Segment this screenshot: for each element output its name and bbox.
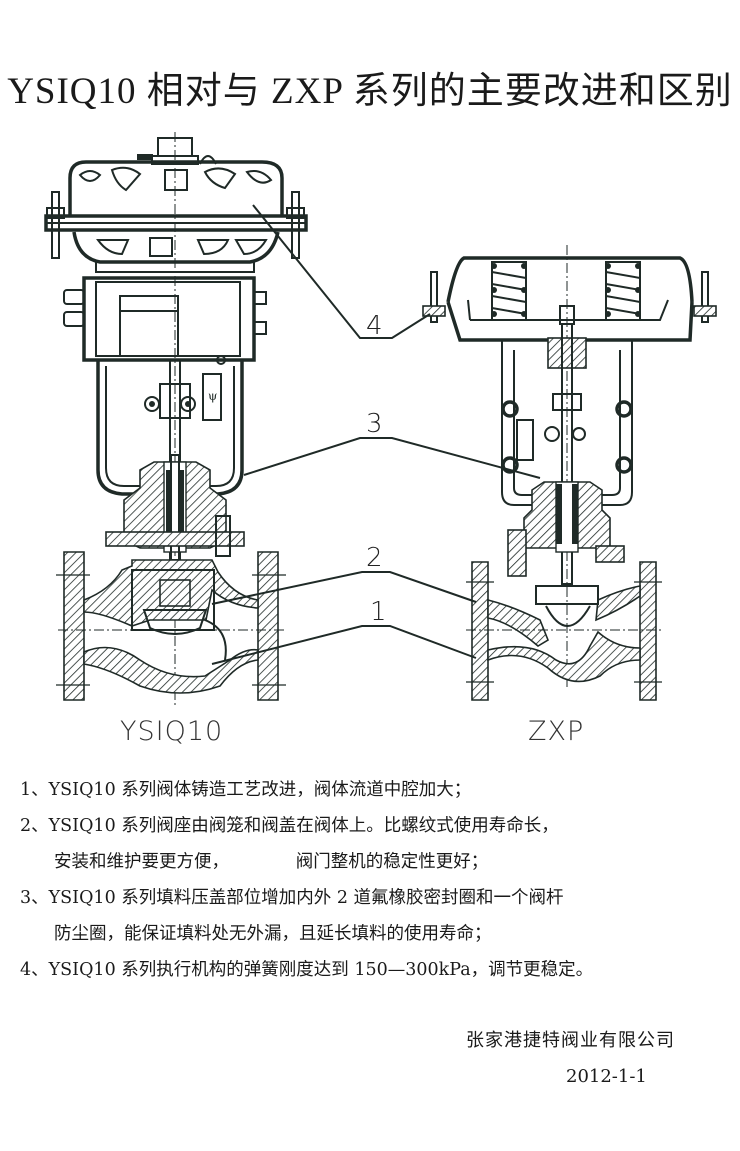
ysiq10-valve-drawing: ψ (44, 132, 308, 708)
callout-3: 3 (366, 409, 383, 439)
callout-lines (211, 204, 541, 665)
note-line: 1、YSIQ10 系列阀体铸造工艺改进，阀体流道中腔加大； (20, 780, 472, 800)
note-item-4: 4、YSIQ10 系列执行机构的弹簧刚度达到 150—300kPa，调节更稳定。 (20, 952, 730, 988)
callout-2: 2 (366, 543, 383, 573)
note-line: 4、YSIQ10 系列执行机构的弹簧刚度达到 150—300kPa，调节更稳定。 (20, 960, 594, 980)
svg-text:ψ: ψ (208, 389, 217, 403)
callout-1: 1 (370, 597, 387, 627)
note-item-2: 2、YSIQ10 系列阀座由阀笼和阀盖在阀体上。比螺纹式使用寿命长， 安装和维护… (20, 808, 730, 880)
note-item-3: 3、YSIQ10 系列填料压盖部位增加内外 2 道氟橡胶密封圈和一个阀杆 防尘圈… (20, 880, 730, 952)
callout-4: 4 (366, 311, 383, 341)
company-name: 张家港捷特阀业有限公司 (466, 1030, 675, 1051)
note-line: 2、YSIQ10 系列阀座由阀笼和阀盖在阀体上。比螺纹式使用寿命长， (20, 816, 559, 836)
note-line: 3、YSIQ10 系列填料压盖部位增加内外 2 道氟橡胶密封圈和一个阀杆 (20, 888, 564, 908)
model-label-ysiq10: YSIQ10 (120, 716, 224, 747)
model-label-zxp: ZXP (528, 716, 585, 747)
zxp-valve-drawing (422, 245, 717, 701)
note-line: 防尘圈，能保证填料处无外漏，且延长填料的使用寿命； (54, 924, 492, 944)
note-line: 安装和维护要更方便， 阀门整机的稳定性更好； (54, 852, 489, 872)
page-title: YSIQ10 相对与 ZXP 系列的主要改进和区别 (7, 71, 733, 112)
document-date: 2012-1-1 (566, 1066, 647, 1087)
valve-comparison-diagram: ψ (44, 132, 717, 708)
improvement-notes-list: 1、YSIQ10 系列阀体铸造工艺改进，阀体流道中腔加大； 2、YSIQ10 系… (20, 772, 730, 988)
note-item-1: 1、YSIQ10 系列阀体铸造工艺改进，阀体流道中腔加大； (20, 772, 730, 808)
